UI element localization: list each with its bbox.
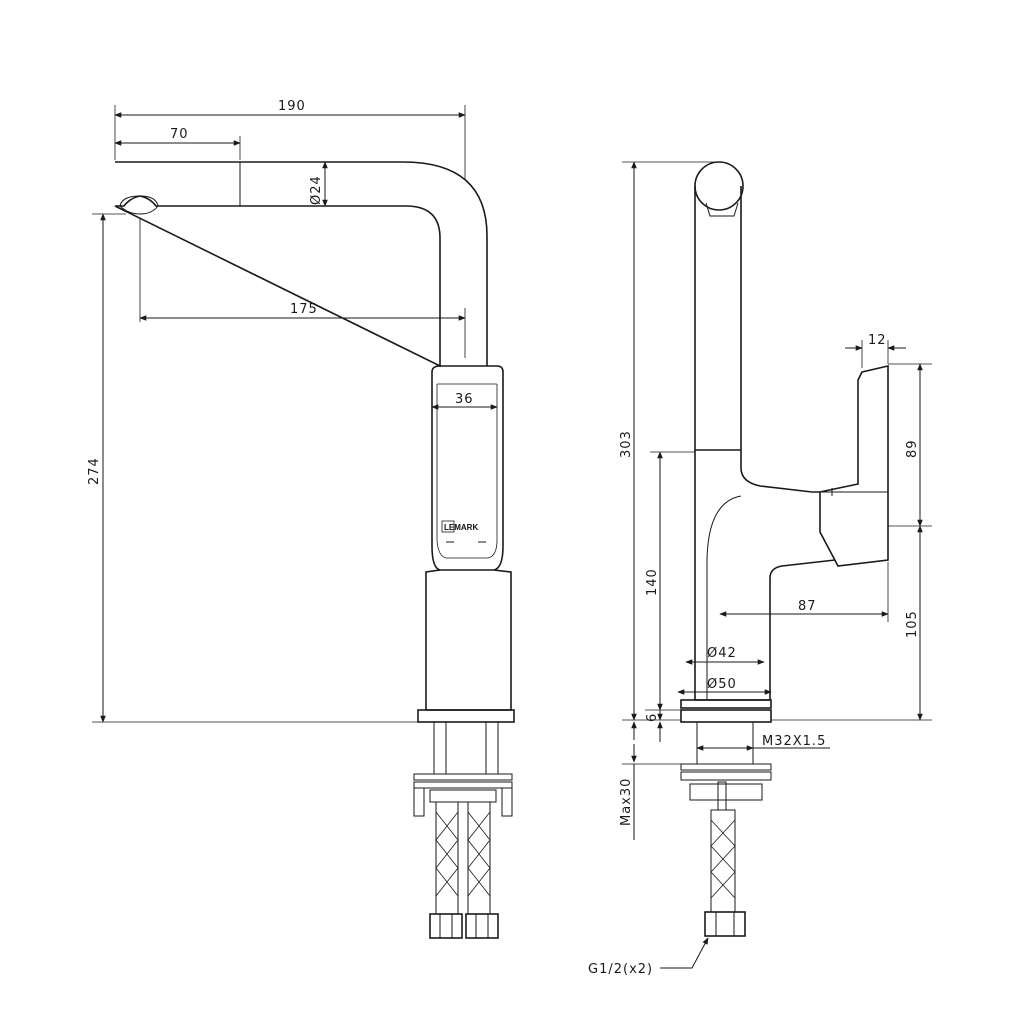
- front-shank: [433, 721, 499, 775]
- dim-label-105: 105: [905, 610, 920, 638]
- front-washer: [413, 773, 513, 781]
- side-view: 303 140 12 89 105 87 Ø42 Ø50 6 M32X1.5 M…: [588, 161, 932, 977]
- brand-logo: LEMARK: [444, 523, 478, 532]
- dim-label-303: 303: [619, 430, 634, 458]
- front-nut: [429, 789, 497, 803]
- side-shank: [696, 721, 754, 765]
- front-body-outline: [431, 365, 504, 571]
- dim-label-89: 89: [905, 439, 920, 458]
- side-base-rim: [680, 699, 772, 709]
- side-base-plate: [680, 709, 772, 723]
- dim-label-87: 87: [798, 599, 817, 614]
- side-body-curve: [706, 495, 742, 700]
- dim-label-274: 274: [87, 457, 102, 485]
- side-aerator: [705, 202, 739, 217]
- side-body-outline: [694, 186, 836, 701]
- front-dimensions: [92, 105, 498, 723]
- front-stud-right: [501, 787, 513, 817]
- side-handle: [819, 364, 889, 567]
- side-dimensions: [622, 161, 932, 969]
- dim-label-70: 70: [170, 127, 189, 142]
- dim-label-140: 140: [645, 568, 660, 596]
- dim-label-max30: Max30: [619, 778, 634, 826]
- dim-label-24: Ø24: [309, 175, 324, 205]
- dim-label-175: 175: [290, 302, 318, 317]
- aerator-tip: [119, 195, 159, 215]
- dim-label-36: 36: [455, 392, 474, 407]
- front-spout-outline: [114, 161, 488, 368]
- dim-label-190: 190: [278, 99, 306, 114]
- front-stud-left: [413, 787, 425, 817]
- dim-label-50: Ø50: [707, 677, 737, 692]
- side-washer: [680, 763, 772, 771]
- dim-label-6: 6: [645, 713, 660, 722]
- dim-label-42: Ø42: [707, 646, 737, 661]
- dim-leader-g12: [660, 937, 709, 969]
- front-hoses: [429, 801, 499, 939]
- front-cartridge-line: [436, 383, 498, 559]
- brand-logo-box: [441, 520, 455, 533]
- front-view: LEMARK: [87, 99, 515, 939]
- dim-label-m32: M32X1.5: [762, 734, 826, 749]
- side-hose: [704, 809, 746, 937]
- side-spout-head: [694, 161, 744, 211]
- dim-label-g12: G1/2(x2): [588, 962, 653, 977]
- side-stud: [717, 781, 727, 811]
- front-lower-body: [425, 569, 512, 711]
- dim-label-12: 12: [868, 333, 887, 348]
- front-base-plate: [417, 709, 515, 723]
